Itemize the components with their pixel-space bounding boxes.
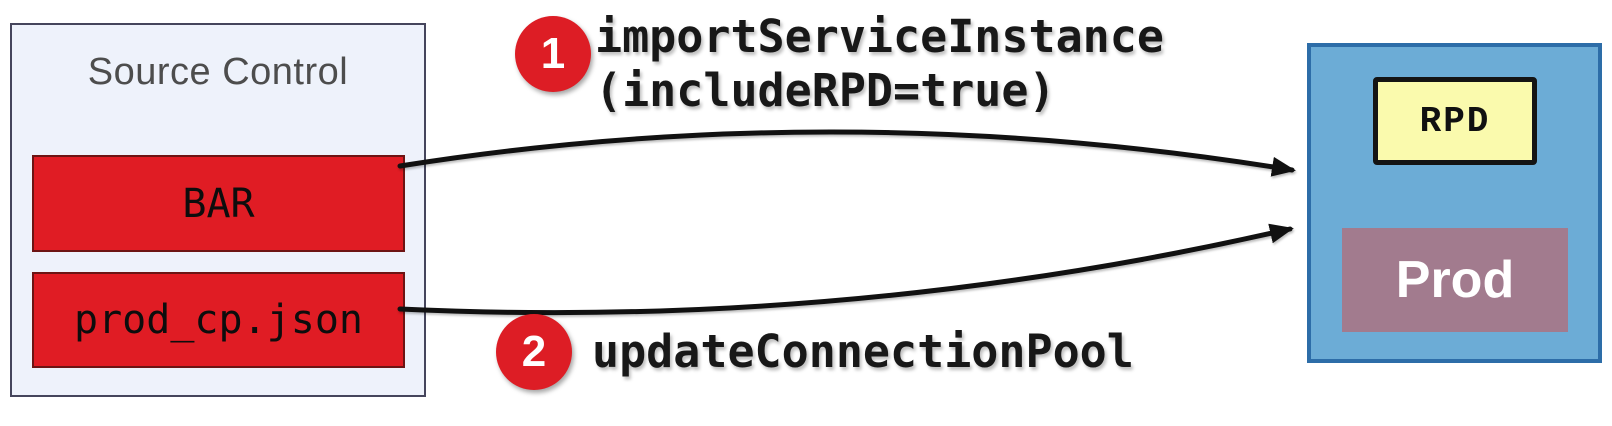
- bar-artifact-label: BAR: [182, 180, 255, 227]
- step-1-label-line-1: importServiceInstance: [595, 10, 1164, 63]
- prod-cp-json-artifact-label: prod_cp.json: [74, 297, 363, 343]
- target-environment-panel: RPD Prod: [1307, 43, 1602, 363]
- prod-cp-json-artifact-box: prod_cp.json: [32, 272, 405, 368]
- step-1-number: 1: [540, 29, 566, 78]
- source-control-panel: Source Control BAR prod_cp.json: [10, 23, 426, 397]
- step-1-badge: 1: [515, 16, 591, 92]
- step-1-label-line-2: (includeRPD=true): [595, 64, 1056, 117]
- bar-artifact-box: BAR: [32, 155, 405, 252]
- step-2-label-line-1: updateConnectionPool: [592, 325, 1134, 378]
- step-2-label: updateConnectionPool: [592, 325, 1134, 379]
- arrow-update-connection-pool: [397, 223, 1294, 316]
- rpd-box: RPD: [1373, 77, 1537, 165]
- step-2-number: 2: [521, 327, 547, 376]
- step-1-label: importServiceInstance (includeRPD=true): [595, 10, 1164, 118]
- arrow-import-service-instance: [397, 129, 1296, 177]
- prod-box: Prod: [1342, 228, 1568, 332]
- step-2-badge: 2: [496, 314, 572, 390]
- rpd-label: RPD: [1419, 100, 1491, 142]
- source-control-title: Source Control: [87, 51, 349, 93]
- prod-label: Prod: [1395, 251, 1515, 309]
